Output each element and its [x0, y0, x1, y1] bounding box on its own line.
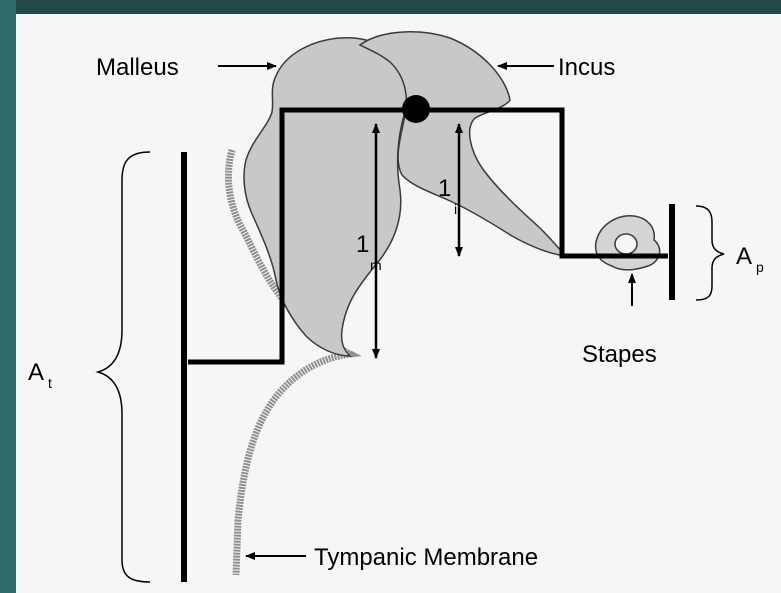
area-tympanic-label: A — [28, 359, 44, 386]
stapes-label: Stapes — [582, 341, 657, 368]
area-stapes-label: A — [736, 243, 752, 270]
tympanic-membrane-label: Tympanic Membrane — [314, 544, 538, 571]
area-tympanic-subscript: t — [48, 375, 52, 391]
stapes-area-brace — [696, 206, 724, 300]
tympanic-area-brace — [98, 152, 150, 582]
incus-label: Incus — [558, 54, 615, 81]
stapes-foramen-shape — [615, 234, 637, 254]
malleus-bone-shape — [244, 38, 410, 356]
area-stapes-subscript: p — [756, 259, 764, 275]
incus-lever-subscript: i — [454, 201, 457, 217]
malleus-label: Malleus — [96, 54, 179, 81]
malleus-lever-subscript: m — [370, 257, 382, 273]
incus-lever-label: 1 — [438, 175, 451, 202]
malleus-lever-label: 1 — [356, 231, 369, 258]
fulcrum-pivot — [402, 95, 430, 123]
